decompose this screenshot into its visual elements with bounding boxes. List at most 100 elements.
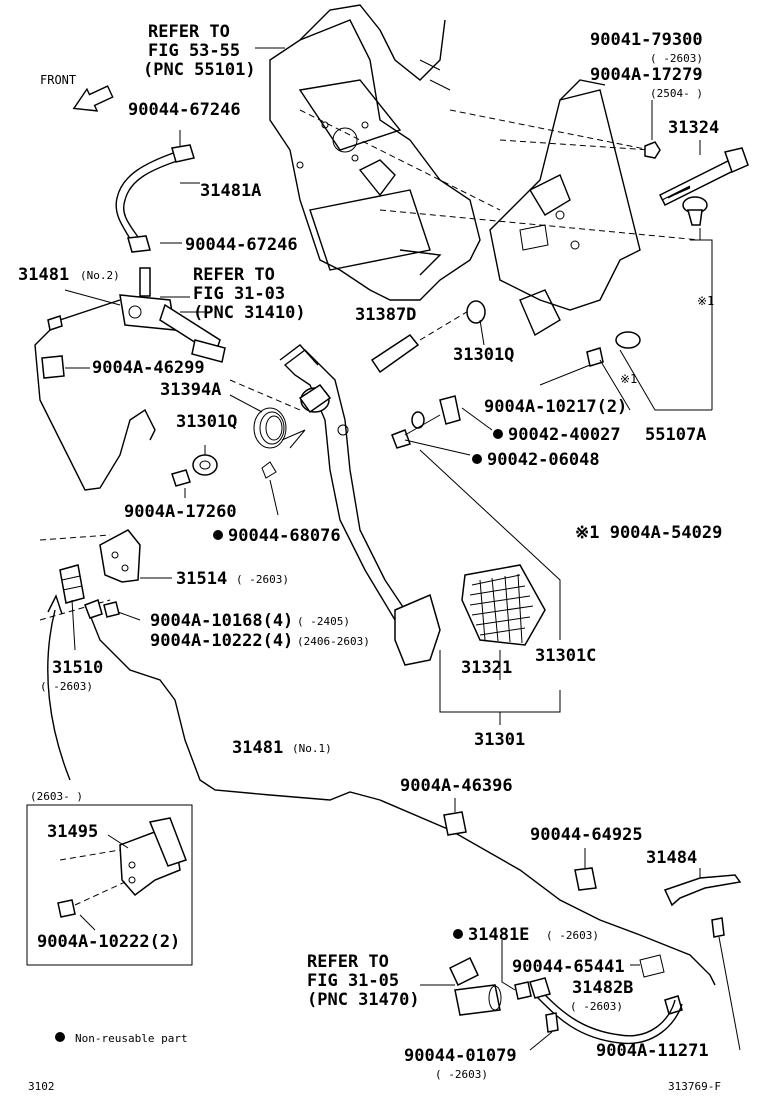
pipe-31387D — [370, 309, 471, 374]
label-front: FRONT — [40, 73, 76, 87]
label-box-range: (2603- ) — [30, 790, 83, 803]
hose-31481A — [115, 130, 195, 253]
label-refer-3105-2: FIG 31-05 — [307, 971, 399, 991]
label-31301Q-right: 31301Q — [453, 345, 514, 365]
bolt-10168 — [103, 601, 141, 621]
footer-figure-id: 313769-F — [668, 1080, 721, 1093]
label-31510-range: ( -2603) — [40, 680, 93, 693]
label-31394A: 31394A — [160, 380, 221, 400]
bolt-31324 — [658, 140, 749, 207]
legend-non-reusable: Non-reusable part — [75, 1032, 188, 1045]
nut-06048 — [391, 429, 471, 456]
label-31481E-range: ( -2603) — [546, 929, 599, 942]
label-refer-3103-3: (PNC 31410) — [193, 303, 306, 323]
label-90044-01079-range: ( -2603) — [435, 1068, 488, 1081]
label-9004A-10222-2: 9004A-10222(2) — [37, 932, 180, 952]
release-bracket-31514 — [39, 529, 172, 621]
tube-31481-no2 — [34, 299, 156, 491]
label-31495: 31495 — [47, 822, 98, 842]
nut-17260 — [171, 469, 191, 487]
union-bolt-right — [664, 917, 741, 1051]
label-refer-5355-2: FIG 53-55 — [148, 41, 240, 61]
label-90041-79300-range: ( -2603) — [650, 52, 703, 65]
label-31387D: 31387D — [355, 305, 416, 325]
label-31514: 31514 — [176, 569, 227, 589]
master-cylinder-31510 — [59, 564, 85, 651]
clamp-46299 — [41, 355, 65, 379]
label-31484: 31484 — [646, 848, 697, 868]
label-refer-3103-2: FIG 31-03 — [193, 284, 285, 304]
arrow-to-cylinder — [47, 594, 71, 781]
release-cylinder-31470 — [420, 956, 502, 1016]
label-refer-3105-1: REFER TO — [307, 952, 389, 972]
label-refer-3105-3: (PNC 31470) — [307, 990, 420, 1010]
nonreusable-dot-31481E — [453, 929, 463, 939]
bolt-40027 — [411, 395, 461, 429]
label-9004A-10217: 9004A-10217(2) — [484, 397, 627, 417]
label-31481-no2-tag: (No.2) — [80, 269, 120, 282]
bleeder-01079 — [529, 1012, 559, 1051]
label-9004A-17279-range: (2504- ) — [650, 87, 703, 100]
label-90042-06048: 90042-06048 — [487, 450, 600, 470]
pedal-bracket-body — [269, 4, 481, 301]
legend-dot-icon — [55, 1032, 65, 1042]
label-9004A-46299: 9004A-46299 — [92, 358, 205, 378]
clip-68076 — [261, 461, 279, 516]
label-9004A-17260: 9004A-17260 — [124, 502, 237, 522]
label-kome-note: ※1 9004A-54029 — [575, 523, 722, 543]
label-9004A-10222-4: 9004A-10222(4) — [150, 631, 293, 651]
label-90044-67246-a: 90044-67246 — [128, 100, 241, 120]
bushing-31301Q-right — [466, 300, 486, 324]
label-9004A-46396: 9004A-46396 — [400, 776, 513, 796]
label-90042-40027: 90042-40027 — [508, 425, 621, 445]
label-9004A-11271: 9004A-11271 — [596, 1041, 709, 1061]
label-31510: 31510 — [52, 658, 103, 678]
label-31481-no1-tag: (No.1) — [292, 742, 332, 755]
label-55107A: 55107A — [645, 425, 706, 445]
label-kome1-b: ※1 — [620, 372, 637, 386]
bushing-31301Q-left — [192, 454, 218, 476]
nonreusable-dot-40027 — [493, 429, 503, 439]
spring-31394A — [229, 379, 306, 449]
nut-17279 — [644, 100, 661, 159]
label-9004A-10222-4-range: (2406-2603) — [297, 635, 370, 648]
tube-31481-no1 — [84, 599, 716, 986]
label-31482B-range: ( -2603) — [570, 1000, 623, 1013]
pedal-pad-rubber-31321 — [461, 564, 546, 646]
front-arrow-icon — [72, 85, 114, 112]
leader-lines — [64, 47, 712, 725]
stopper-cushion — [615, 196, 713, 410]
label-refer-5355-1: REFER TO — [148, 22, 230, 42]
label-31324: 31324 — [668, 118, 719, 138]
label-90044-68076: 90044-68076 — [228, 526, 341, 546]
label-31481-no1: 31481 — [232, 738, 283, 758]
label-31301: 31301 — [474, 730, 525, 750]
label-refer-3103-1: REFER TO — [193, 265, 275, 285]
clutch-pedal-arm — [279, 344, 406, 622]
label-90044-01079: 90044-01079 — [404, 1046, 517, 1066]
label-31481E: 31481E — [468, 925, 529, 945]
label-31514-range: ( -2603) — [236, 573, 289, 586]
nut-31481E — [501, 940, 532, 1000]
bracket-31484 — [663, 868, 742, 907]
label-90044-67246-b: 90044-67246 — [185, 235, 298, 255]
label-31481A: 31481A — [200, 181, 261, 201]
label-9004A-10168: 9004A-10168(4) — [150, 611, 293, 631]
label-31301Q-left: 31301Q — [176, 412, 237, 432]
label-refer-5355-3: (PNC 55101) — [143, 60, 256, 80]
pedal-pad — [394, 593, 441, 666]
label-9004A-17279: 9004A-17279 — [590, 65, 703, 85]
label-90044-65441: 90044-65441 — [512, 957, 625, 977]
bolt-10217 — [539, 347, 604, 386]
label-kome1-a: ※1 — [697, 294, 714, 308]
label-31482B: 31482B — [572, 978, 633, 998]
label-31301C: 31301C — [535, 646, 596, 666]
master-cylinder — [119, 267, 226, 363]
label-90041-79300: 90041-79300 — [590, 30, 703, 50]
clamp-64925 — [574, 848, 597, 891]
clamp-46396 — [443, 798, 467, 836]
label-31321: 31321 — [461, 658, 512, 678]
label-90044-64925: 90044-64925 — [530, 825, 643, 845]
label-31481-no2: 31481 — [18, 265, 69, 285]
